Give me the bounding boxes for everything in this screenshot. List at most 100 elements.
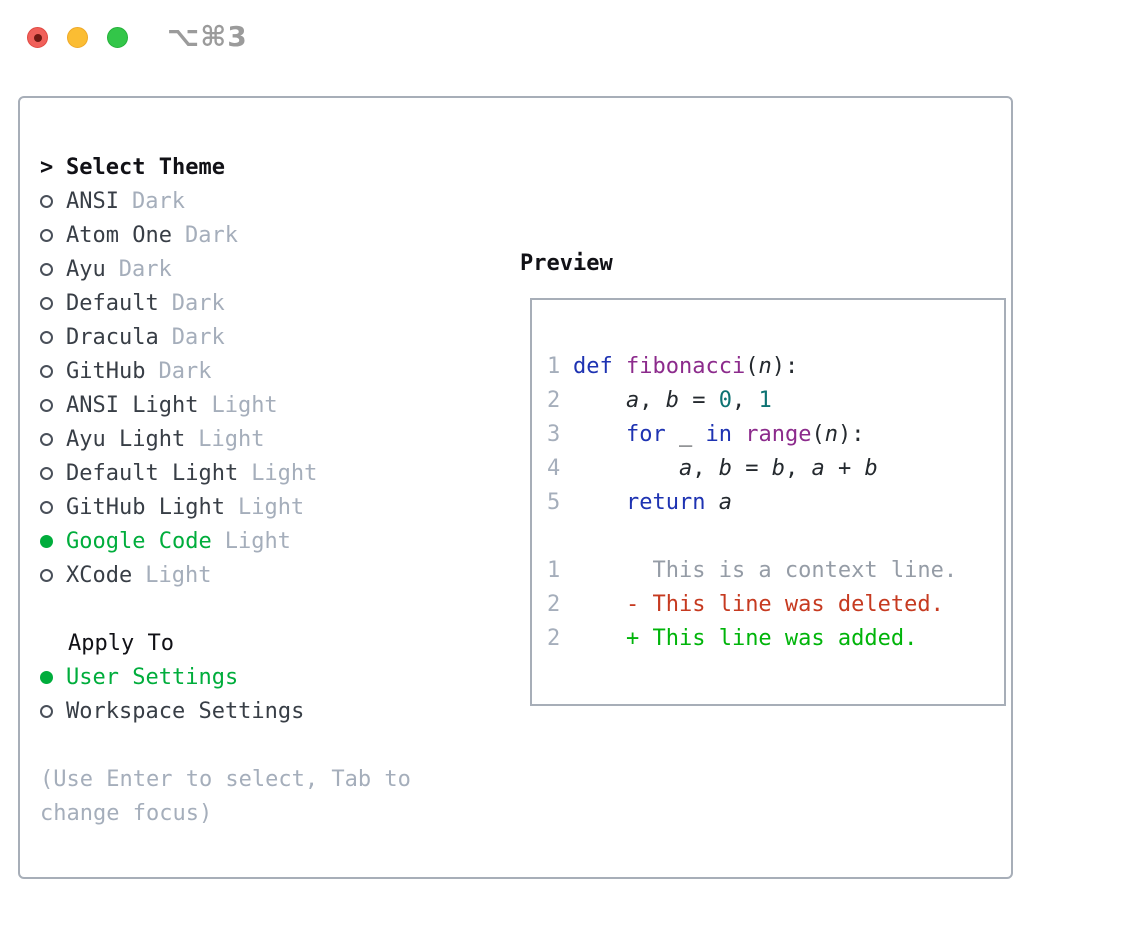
- radio-icon[interactable]: [40, 432, 53, 446]
- radio-icon[interactable]: [40, 228, 53, 242]
- code-token-pl: [573, 456, 679, 481]
- code-token-kw: in: [705, 421, 732, 447]
- code-token-pl: (: [745, 353, 759, 379]
- line-number: 3: [547, 421, 561, 447]
- line-number: 5: [547, 489, 561, 515]
- theme-name: GitHub Light: [66, 494, 225, 520]
- code-token-id: a: [678, 455, 693, 481]
- code-token-pl: [573, 626, 626, 651]
- theme-name: Dracula: [66, 324, 159, 350]
- code-token-pl: =: [731, 455, 772, 481]
- code-token-add: + This line was added.: [625, 625, 918, 651]
- preview-line: 2 + This line was added.: [547, 621, 1004, 655]
- window-titlebar: ⌥⌘3: [0, 0, 1140, 70]
- radio-icon[interactable]: [40, 466, 53, 480]
- code-token-pl: +: [824, 455, 865, 481]
- line-number: 2: [547, 591, 561, 617]
- spacer-row: [40, 592, 411, 626]
- theme-variant: Dark: [184, 222, 238, 248]
- theme-item-github[interactable]: GitHub Dark: [40, 354, 411, 388]
- code-token-ctx: This is a context line.: [573, 557, 958, 583]
- code-token-num: 1: [758, 387, 772, 413]
- line-number: 2: [547, 625, 561, 651]
- code-token-kw: return: [625, 489, 706, 515]
- code-token-id: a: [718, 489, 732, 515]
- theme-name: XCode: [66, 562, 133, 588]
- radio-icon[interactable]: [40, 704, 53, 718]
- code-token-pl: ,: [731, 387, 759, 413]
- preview-line: 3 for _ in range(n):: [547, 417, 1004, 451]
- radio-icon[interactable]: [40, 568, 53, 582]
- preview-line: 5 return a: [547, 485, 1004, 519]
- spacer-row: [40, 728, 411, 762]
- radio-icon[interactable]: [40, 500, 53, 514]
- theme-name: GitHub: [66, 358, 146, 384]
- theme-variant: Dark: [158, 358, 212, 384]
- code-token-pl: ,: [692, 455, 719, 481]
- radio-icon[interactable]: [40, 364, 53, 378]
- code-token-pl: [732, 422, 745, 447]
- code-token-pl: [666, 422, 679, 447]
- radio-selected-icon[interactable]: [40, 670, 53, 684]
- preview-line: 2 a, b = 0, 1: [547, 383, 1004, 417]
- code-token-id: b: [665, 387, 679, 413]
- cursor-icon: >: [40, 154, 54, 180]
- code-token-pl: (: [811, 421, 825, 447]
- minimize-button[interactable]: [67, 27, 88, 48]
- code-token-kw: for: [625, 421, 666, 447]
- apply-option-workspace-settings[interactable]: Workspace Settings: [40, 694, 411, 728]
- theme-name: Google Code: [66, 528, 212, 554]
- theme-name: Default Light: [66, 460, 239, 486]
- radio-icon[interactable]: [40, 296, 53, 310]
- apply-option-label: Workspace Settings: [66, 698, 305, 724]
- radio-icon[interactable]: [40, 330, 53, 344]
- theme-variant: Light: [198, 426, 265, 452]
- code-token-pl: [573, 388, 626, 413]
- radio-selected-icon[interactable]: [40, 534, 53, 548]
- code-token-pl: ,: [784, 455, 812, 481]
- apply-to-title: Apply To: [68, 630, 174, 656]
- code-token-pl: ):: [771, 353, 799, 379]
- line-number: 2: [547, 387, 561, 413]
- radio-icon[interactable]: [40, 398, 53, 412]
- apply-option-label: User Settings: [66, 664, 239, 690]
- window-shortcut-label: ⌥⌘3: [167, 20, 248, 53]
- code-token-pl: [692, 422, 705, 447]
- code-token-num: 0: [718, 387, 732, 413]
- apply-option-user-settings[interactable]: User Settings: [40, 660, 411, 694]
- theme-item-dracula[interactable]: Dracula Dark: [40, 320, 411, 354]
- close-button[interactable]: [27, 27, 48, 48]
- theme-variant: Dark: [118, 256, 172, 282]
- code-token-pl: [573, 592, 626, 617]
- code-token-id: a: [811, 455, 825, 481]
- preview-line: [547, 519, 1004, 553]
- preview-line: 1 This is a context line.: [547, 553, 1004, 587]
- code-token-pl: [573, 422, 626, 447]
- code-token-del: - This line was deleted.: [625, 591, 944, 617]
- line-number: 1: [547, 557, 561, 583]
- zoom-button[interactable]: [107, 27, 128, 48]
- theme-item-github-light[interactable]: GitHub Light Light: [40, 490, 411, 524]
- theme-variant: Dark: [171, 324, 225, 350]
- code-token-id: a: [625, 387, 640, 413]
- hint-line-1: (Use Enter to select, Tab to: [40, 766, 411, 792]
- radio-icon[interactable]: [40, 262, 53, 276]
- radio-icon[interactable]: [40, 194, 53, 208]
- theme-variant: Light: [237, 494, 305, 520]
- preview-title: Preview: [520, 250, 613, 276]
- theme-variant: Dark: [131, 188, 185, 214]
